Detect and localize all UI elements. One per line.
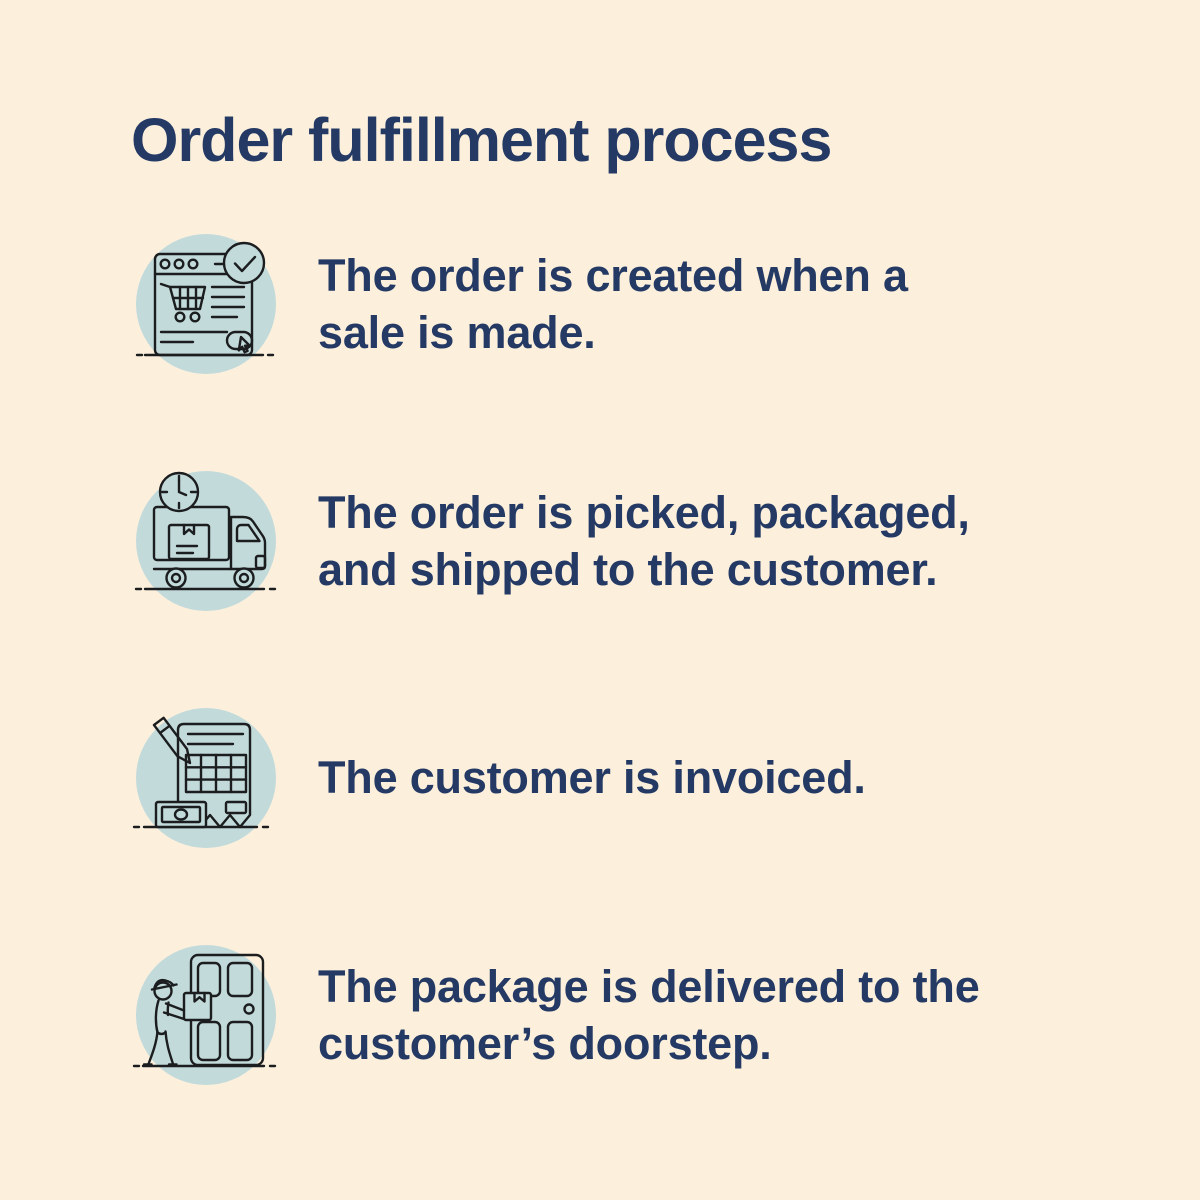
step-1-text: The order is created when a sale is made… — [318, 247, 908, 361]
steps-list: The order is created when a sale is made… — [131, 185, 1160, 1133]
step-4-text: The package is delivered to the customer… — [318, 958, 980, 1072]
page-title: Order fulfillment process — [131, 106, 832, 174]
step-text-line: and shipped to the customer. — [318, 543, 938, 595]
step-text-line: The customer is invoiced. — [318, 752, 866, 803]
step-customer-invoiced: The customer is invoiced. — [131, 659, 1160, 896]
step-2-text: The order is picked, packaged, and shipp… — [318, 484, 970, 598]
step-3-icon-wrap — [131, 703, 281, 853]
step-4-icon-wrap — [131, 940, 281, 1090]
step-order-created: The order is created when a sale is made… — [131, 185, 1160, 422]
browser-cart-check-icon — [135, 233, 276, 374]
step-order-shipped: The order is picked, packaged, and shipp… — [131, 422, 1160, 659]
step-2-icon-wrap — [131, 466, 281, 616]
invoice-pencil-icon — [132, 707, 276, 848]
step-text-line: The package is delivered to the — [318, 960, 980, 1012]
step-text-line: The order is picked, packaged, — [318, 486, 970, 538]
step-text-line: The order is created when a — [318, 249, 908, 301]
step-text-line: sale is made. — [318, 306, 596, 358]
step-package-delivered: The package is delivered to the customer… — [131, 896, 1160, 1133]
step-text-line: customer’s doorstep. — [318, 1017, 772, 1069]
step-3-text: The customer is invoiced. — [318, 749, 866, 806]
step-1-icon-wrap — [131, 229, 281, 379]
delivery-truck-clock-icon — [134, 470, 277, 611]
delivery-person-door-icon — [132, 944, 277, 1085]
